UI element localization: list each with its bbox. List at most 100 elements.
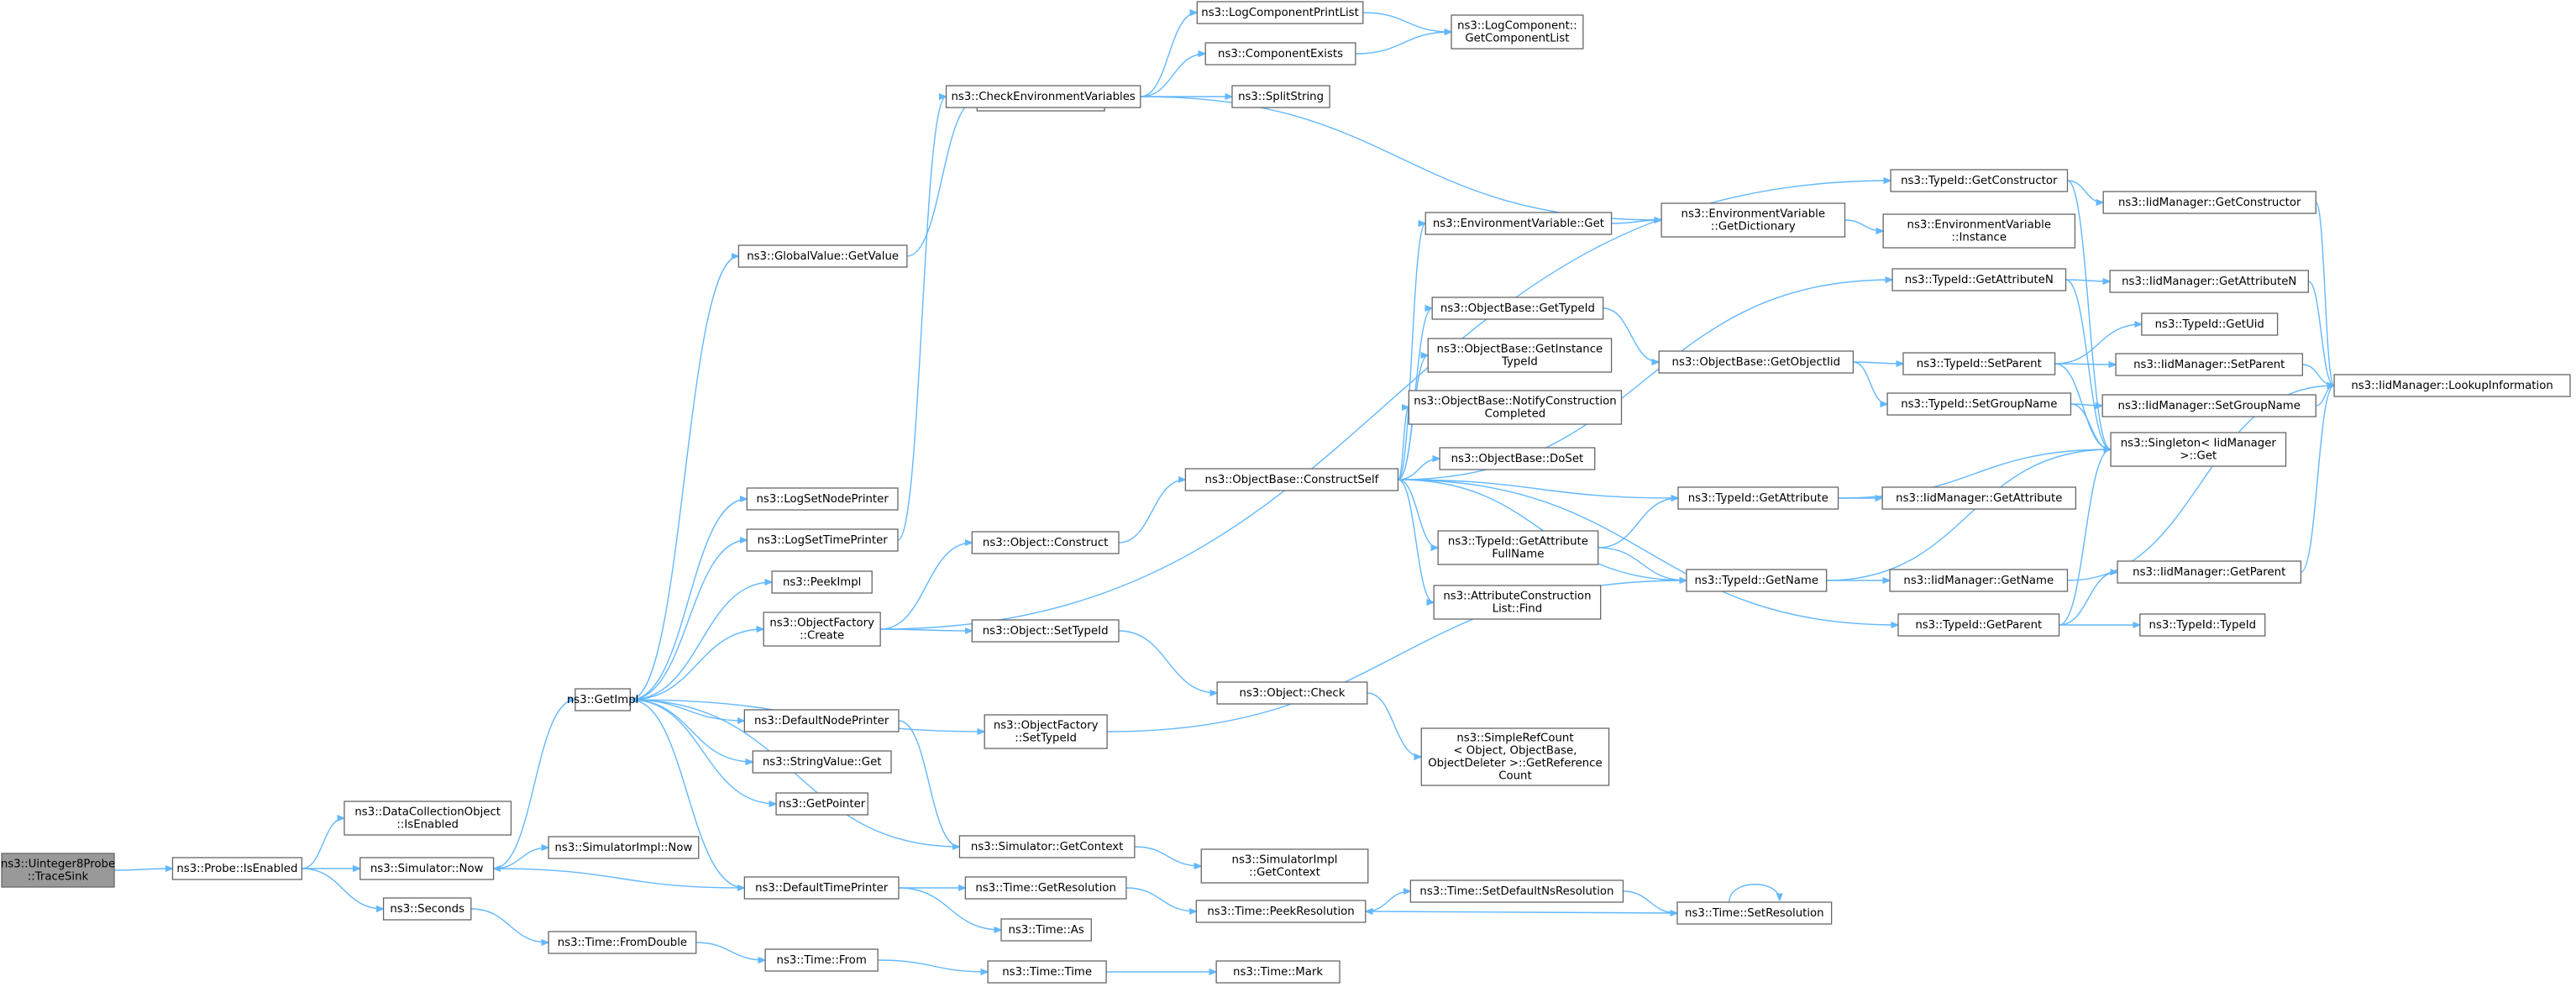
node-iid-set-parent[interactable]: ns3::IidManager::SetParent xyxy=(2115,353,2304,376)
node-label: ns3::IidManager::GetConstructor xyxy=(2118,197,2301,209)
node-log-set-node[interactable]: ns3::LogSetNodePrinter xyxy=(746,487,899,511)
node-log-set-time[interactable]: ns3::LogSetTimePrinter xyxy=(746,528,899,552)
edge-obConstructSelf-to-tidGetParent xyxy=(1398,479,1898,625)
node-ob-do-set[interactable]: ns3::ObjectBase::DoSet xyxy=(1439,447,1596,470)
node-sim-impl-get-ctx[interactable]: ns3::SimulatorImpl::GetContext xyxy=(1200,848,1369,884)
node-split-string[interactable]: ns3::SplitString xyxy=(1231,85,1330,108)
node-ob-get-type-id[interactable]: ns3::ObjectBase::GetTypeId xyxy=(1431,297,1604,320)
node-label: GetComponentList xyxy=(1465,33,1569,45)
node-time-from[interactable]: ns3::Time::From xyxy=(764,948,879,972)
edge-obConstructSelf-to-attrListFind xyxy=(1398,479,1434,602)
node-env-get[interactable]: ns3::EnvironmentVariable::Get xyxy=(1424,212,1613,235)
edge-obGetTypeId-to-obGetObjectIid xyxy=(1603,307,1659,362)
node-sim-impl-now[interactable]: ns3::SimulatorImpl::Now xyxy=(548,836,700,859)
node-set-resolution[interactable]: ns3::Time::SetResolution xyxy=(1676,901,1833,925)
node-label: ns3::SimulatorImpl xyxy=(1232,854,1338,867)
node-box xyxy=(1409,879,1624,903)
node-iid-get-constructor[interactable]: ns3::IidManager::GetConstructor xyxy=(2102,191,2316,214)
node-label: ns3::Seconds xyxy=(390,903,464,916)
node-get-impl[interactable]: ns3::GetImpl xyxy=(567,688,638,711)
node-label: ns3::Time::PeekResolution xyxy=(1207,906,1354,918)
node-label: ns3::Time::SetResolution xyxy=(1685,907,1824,920)
node-box xyxy=(1196,1,1364,24)
node-box xyxy=(1890,169,2069,192)
node-iid-get-attr-n[interactable]: ns3::IidManager::GetAttributeN xyxy=(2109,270,2309,293)
node-label: ns3::Object::Check xyxy=(1239,687,1345,700)
node-iid-get-parent[interactable]: ns3::IidManager::GetParent xyxy=(2117,560,2302,584)
node-log-comp-print[interactable]: ns3::LogComponentPrintList xyxy=(1196,1,1364,24)
node-tid-get-parent[interactable]: ns3::TypeId::GetParent xyxy=(1897,613,2060,637)
node-label: ns3::Object::Construct xyxy=(983,537,1108,549)
node-of-create[interactable]: ns3::ObjectFactory::Create xyxy=(763,612,881,647)
node-get-pointer[interactable]: ns3::GetPointer xyxy=(775,792,868,816)
node-tid-set-parent[interactable]: ns3::TypeId::SetParent xyxy=(1902,352,2056,375)
node-obj-check[interactable]: ns3::Object::Check xyxy=(1216,681,1368,705)
node-label: ns3::Singleton< IidManager xyxy=(2121,438,2277,450)
node-box xyxy=(746,487,899,511)
node-global-get-value[interactable]: ns3::GlobalValue::GetValue xyxy=(737,244,908,268)
node-get-resolution[interactable]: ns3::Time::GetResolution xyxy=(964,876,1127,900)
node-default-time[interactable]: ns3::DefaultTimePrinter xyxy=(743,876,900,900)
node-simple-ref-count[interactable]: ns3::SimpleRefCount< Object, ObjectBase,… xyxy=(1420,727,1610,786)
node-box xyxy=(746,528,899,552)
node-tid-get-uid[interactable]: ns3::TypeId::GetUid xyxy=(2141,312,2279,336)
edge-seconds-to-fromDouble xyxy=(470,908,548,942)
node-box xyxy=(2102,191,2316,214)
node-tid-get-constructor[interactable]: ns3::TypeId::GetConstructor xyxy=(1890,169,2069,192)
node-box xyxy=(1000,918,1092,942)
node-obj-set-type-id[interactable]: ns3::Object::SetTypeId xyxy=(971,619,1120,643)
node-seconds[interactable]: ns3::Seconds xyxy=(382,897,472,921)
node-tid-get-attr-n[interactable]: ns3::TypeId::GetAttributeN xyxy=(1891,268,2067,291)
node-default-node[interactable]: ns3::DefaultNodePrinter xyxy=(743,709,900,732)
node-ob-construct-self[interactable]: ns3::ObjectBase::ConstructSelf xyxy=(1184,468,1399,491)
edge-getImpl-to-logSetNode xyxy=(630,499,747,701)
node-comp-exists[interactable]: ns3::ComponentExists xyxy=(1204,42,1356,66)
node-of-set-type-id[interactable]: ns3::ObjectFactory::SetTypeId xyxy=(984,714,1108,749)
node-tid-get-name[interactable]: ns3::TypeId::GetName xyxy=(1686,569,1828,592)
node-box xyxy=(1437,530,1599,565)
node-from-double[interactable]: ns3::Time::FromDouble xyxy=(548,931,697,954)
node-label: ns3::Time::GetResolution xyxy=(975,882,1115,895)
node-sim-now[interactable]: ns3::Simulator::Now xyxy=(359,857,495,880)
node-peek-impl[interactable]: ns3::PeekImpl xyxy=(771,570,873,594)
node-box xyxy=(359,857,495,880)
node-ob-notify[interactable]: ns3::ObjectBase::NotifyConstructionCompl… xyxy=(1408,390,1623,425)
node-tid-type-id[interactable]: ns3::TypeId::TypeId xyxy=(2139,613,2266,637)
node-sim-get-context[interactable]: ns3::Simulator::GetContext xyxy=(958,835,1136,858)
node-set-default-ns[interactable]: ns3::Time::SetDefaultNsResolution xyxy=(1409,879,1624,903)
node-label: ns3::TypeId::GetUid xyxy=(2155,318,2264,331)
node-is-enabled[interactable]: ns3::Probe::IsEnabled xyxy=(171,857,302,880)
node-tid-get-attribute[interactable]: ns3::TypeId::GetAttribute xyxy=(1677,486,1839,510)
node-ob-get-object-iid[interactable]: ns3::ObjectBase::GetObjectIid xyxy=(1658,350,1855,374)
node-peek-resolution[interactable]: ns3::Time::PeekResolution xyxy=(1195,900,1367,923)
node-box xyxy=(1881,486,2077,510)
node-trace-sink[interactable]: ns3::Uinteger8Probe::TraceSink xyxy=(1,853,115,888)
node-label: ns3::Simulator::Now xyxy=(370,863,484,875)
node-box xyxy=(2139,613,2266,637)
node-time-time[interactable]: ns3::Time::Time xyxy=(987,960,1107,984)
node-env-get-dict[interactable]: ns3::EnvironmentVariable::GetDictionary xyxy=(1660,202,1846,238)
node-dco-is-enabled[interactable]: ns3::DataCollectionObject::IsEnabled xyxy=(344,801,512,836)
node-time-as[interactable]: ns3::Time::As xyxy=(1000,918,1092,942)
node-box xyxy=(743,709,900,732)
node-check-env[interactable]: ns3::CheckEnvironmentVariables xyxy=(945,85,1141,108)
node-iid-lookup[interactable]: ns3::IidManager::LookupInformation xyxy=(2333,374,2571,397)
node-sv-get[interactable]: ns3::StringValue::Get xyxy=(752,750,892,774)
node-label: ns3::IidManager::GetParent xyxy=(2133,566,2285,579)
node-label: ns3::GetPointer xyxy=(779,798,866,811)
node-iid-get-name[interactable]: ns3::IidManager::GetName xyxy=(1889,569,2069,592)
node-label: ns3::LogSetNodePrinter xyxy=(757,493,889,506)
node-time-mark[interactable]: ns3::Time::Mark xyxy=(1215,960,1340,984)
node-singleton-get[interactable]: ns3::Singleton< IidManager >::Get xyxy=(2110,432,2287,467)
node-obj-construct[interactable]: ns3::Object::Construct xyxy=(971,531,1120,554)
edge-obConstructSelf-to-obDoSet xyxy=(1398,459,1440,480)
node-iid-set-group-name[interactable]: ns3::IidManager::SetGroupName xyxy=(2101,394,2316,417)
node-log-comp-get-list[interactable]: ns3::LogComponent::GetComponentList xyxy=(1451,14,1584,50)
node-env-instance[interactable]: ns3::EnvironmentVariable::Instance xyxy=(1882,213,2076,249)
node-tid-set-group-name[interactable]: ns3::TypeId::SetGroupName xyxy=(1886,392,2072,416)
node-iid-get-attribute[interactable]: ns3::IidManager::GetAttribute xyxy=(1881,486,2077,510)
